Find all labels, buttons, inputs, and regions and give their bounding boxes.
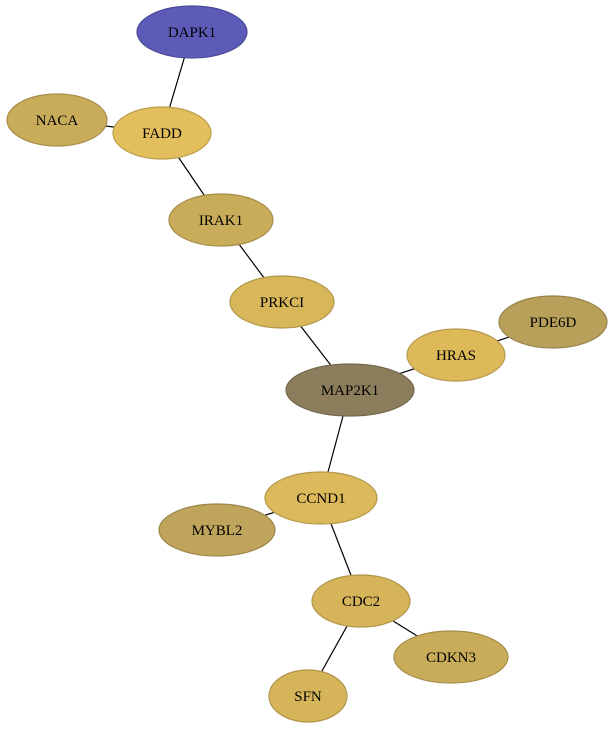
node-shape (406, 328, 506, 382)
node-shape (498, 295, 608, 349)
node-shape (311, 574, 411, 628)
node-label: NACA (36, 113, 79, 129)
node-label: CCND1 (296, 491, 345, 507)
node-label: MYBL2 (192, 523, 243, 539)
node-cdkn3[interactable]: CDKN3 (393, 630, 509, 684)
node-label: DAPK1 (168, 25, 216, 41)
node-prkci[interactable]: PRKCI (229, 275, 335, 329)
node-label: SFN (294, 689, 322, 705)
node-ccnd1[interactable]: CCND1 (264, 471, 378, 525)
node-label: CDKN3 (426, 650, 476, 666)
node-mybl2[interactable]: MYBL2 (158, 503, 276, 557)
node-shape (268, 669, 348, 723)
node-shape (6, 93, 108, 147)
node-pde6d[interactable]: PDE6D (498, 295, 608, 349)
node-dapk1[interactable]: DAPK1 (136, 5, 248, 59)
node-shape (393, 630, 509, 684)
node-shape (158, 503, 276, 557)
node-fadd[interactable]: FADD (112, 106, 212, 160)
node-label: IRAK1 (199, 213, 243, 229)
node-shape (136, 5, 248, 59)
node-map2k1[interactable]: MAP2K1 (285, 363, 415, 417)
node-label: HRAS (436, 348, 476, 364)
node-shape (285, 363, 415, 417)
node-shape (168, 193, 274, 247)
node-label: MAP2K1 (321, 383, 379, 399)
node-label: PDE6D (530, 315, 577, 331)
node-label: PRKCI (260, 295, 304, 311)
node-shape (112, 106, 212, 160)
node-naca[interactable]: NACA (6, 93, 108, 147)
node-label: FADD (142, 126, 182, 142)
node-label: CDC2 (342, 594, 380, 610)
node-hras[interactable]: HRAS (406, 328, 506, 382)
node-sfn[interactable]: SFN (268, 669, 348, 723)
node-cdc2[interactable]: CDC2 (311, 574, 411, 628)
node-shape (229, 275, 335, 329)
node-irak1[interactable]: IRAK1 (168, 193, 274, 247)
node-shape (264, 471, 378, 525)
